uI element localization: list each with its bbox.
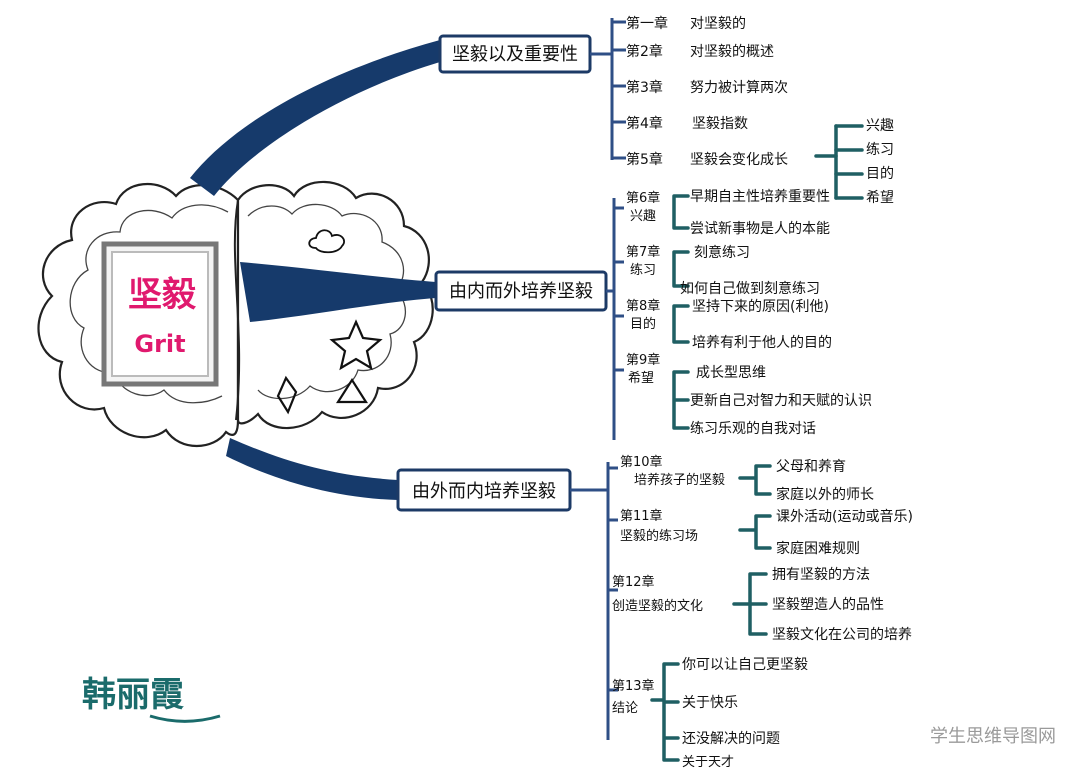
chapter-5-item-1: 兴趣 — [866, 118, 894, 134]
chapter-12-item-2: 坚毅塑造人的品性 — [772, 596, 884, 613]
star-doodle — [329, 319, 383, 371]
chapter-12-name: 创造坚毅的文化 — [612, 598, 703, 614]
chapter-2-title: 对坚毅的概述 — [690, 43, 774, 60]
chapter-5-num: 第5章 — [626, 151, 663, 168]
chapter-13-item-3: 还没解决的问题 — [682, 731, 780, 747]
branch-2-sections: 第6章 兴趣 早期自主性培养重要性 尝试新事物是人的本能 第7章 练习 刻意练习… — [606, 189, 872, 440]
chapter-12-num: 第12章 — [612, 574, 655, 590]
chapter-4-title: 坚毅指数 — [692, 115, 748, 132]
branch-2: 由内而外培养坚毅 — [434, 270, 608, 312]
diamond-doodle — [276, 375, 298, 415]
branch-3-sections: 第10章 培养孩子的坚毅 父母和养育 家庭以外的师长 第11章 坚毅的练习场 课… — [570, 454, 913, 770]
branch-2-label: 由内而外培养坚毅 — [449, 281, 593, 302]
chapter-13-item-4: 关于天才 — [682, 755, 734, 770]
chapter-8-num: 第8章 — [626, 298, 660, 314]
connector-branch-1 — [190, 40, 440, 196]
signature: 韩丽霞 — [82, 675, 221, 723]
chapter-6-name: 兴趣 — [630, 209, 656, 224]
chapter-6-item-2: 尝试新事物是人的本能 — [690, 221, 830, 237]
chapter-6-num: 第6章 — [626, 190, 660, 206]
chapter-7-num: 第7章 — [626, 244, 660, 260]
center-subtitle: Grit — [134, 330, 185, 358]
chapter-10-item-2: 家庭以外的师长 — [776, 486, 874, 503]
chapter-7-name: 练习 — [630, 263, 656, 278]
chapter-5-item-3: 目的 — [866, 166, 894, 182]
chapter-13-item-1: 你可以让自己更坚毅 — [682, 656, 808, 673]
branch-1-chapters: 第一章 对坚毅的 第2章 对坚毅的概述 第3章 努力被计算两次 第4章 坚毅指数… — [590, 15, 894, 206]
chapter-8-item-1: 坚持下来的原因(利他) — [692, 299, 829, 315]
triangle-doodle — [335, 377, 369, 404]
chapter-10-num: 第10章 — [620, 454, 663, 470]
watermark-text: 学生思维导图网 — [930, 726, 1056, 747]
chapter-13-item-2: 关于快乐 — [682, 695, 738, 711]
branch-3-label: 由外而内培养坚毅 — [412, 481, 556, 502]
chapter-13-name: 结论 — [612, 701, 638, 716]
cloud-doodle — [308, 229, 345, 254]
branch-1: 坚毅以及重要性 — [438, 34, 592, 74]
branch-1-label: 坚毅以及重要性 — [452, 44, 578, 65]
chapter-11-item-1: 课外活动(运动或音乐) — [776, 508, 913, 525]
chapter-1-num: 第一章 — [626, 15, 668, 32]
chapter-10-name: 培养孩子的坚毅 — [634, 472, 725, 488]
chapter-13-num: 第13章 — [612, 678, 655, 694]
chapter-10-item-1: 父母和养育 — [776, 459, 846, 475]
chapter-7-item-1: 刻意练习 — [694, 244, 750, 261]
chapter-4-num: 第4章 — [626, 115, 663, 132]
chapter-2-num: 第2章 — [626, 43, 663, 60]
chapter-7-item-2: 如何自己做到刻意练习 — [680, 280, 820, 297]
chapter-12-item-3: 坚毅文化在公司的培养 — [772, 626, 912, 643]
chapter-6-item-1: 早期自主性培养重要性 — [690, 189, 830, 205]
chapter-1-title: 对坚毅的 — [690, 15, 746, 32]
chapter-5-title: 坚毅会变化成长 — [690, 151, 788, 168]
branch-3: 由外而内培养坚毅 — [396, 468, 572, 512]
chapter-9-item-2: 更新自己对智力和天赋的认识 — [690, 393, 872, 409]
chapter-9-num: 第9章 — [626, 352, 660, 368]
chapter-11-num: 第11章 — [620, 508, 663, 524]
connector-branch-2 — [240, 262, 436, 322]
chapter-9-item-3: 练习乐观的自我对话 — [690, 421, 816, 437]
chapter-9-item-1: 成长型思维 — [696, 365, 766, 381]
chapter-11-item-2: 家庭困难规则 — [776, 540, 860, 557]
connector-branch-3 — [226, 438, 398, 500]
brain-illustration: 坚毅 Grit — [37, 180, 434, 448]
chapter-11-name: 坚毅的练习场 — [620, 528, 698, 544]
chapter-5-item-4: 希望 — [866, 190, 894, 206]
chapter-3-title: 努力被计算两次 — [690, 80, 788, 96]
chapter-8-name: 目的 — [630, 316, 656, 332]
chapter-12-item-1: 拥有坚毅的方法 — [772, 566, 870, 583]
chapter-3-num: 第3章 — [626, 79, 663, 96]
chapter-8-item-2: 培养有利于他人的目的 — [692, 335, 832, 351]
chapter-5-item-2: 练习 — [866, 142, 894, 158]
center-title: 坚毅 — [128, 275, 197, 315]
chapter-9-name: 希望 — [628, 370, 654, 386]
signature-text: 韩丽霞 — [82, 675, 184, 715]
